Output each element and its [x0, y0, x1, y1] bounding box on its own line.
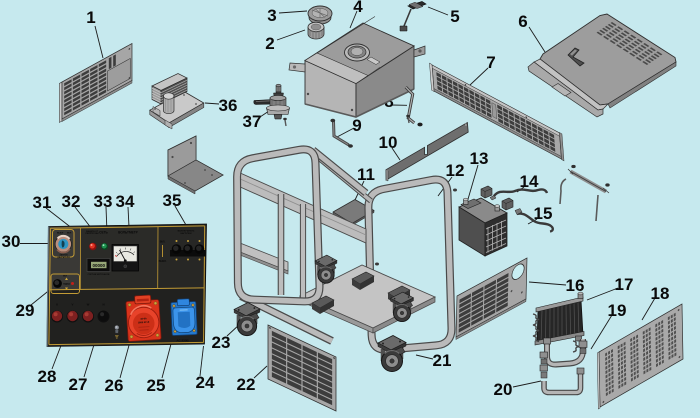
svg-text:29: 29: [16, 301, 35, 320]
svg-text:ВКЛ.: ВКЛ.: [160, 241, 166, 244]
svg-text:16: 16: [566, 276, 585, 295]
svg-text:21: 21: [433, 351, 452, 370]
svg-text:10: 10: [379, 133, 398, 152]
svg-text:26: 26: [105, 376, 124, 395]
svg-text:6: 6: [518, 12, 527, 31]
svg-text:ЗАПУСК: ЗАПУСК: [59, 253, 68, 256]
svg-text:ВЫКЛ.: ВЫКЛ.: [159, 260, 167, 263]
svg-text:5: 5: [450, 7, 459, 26]
svg-text:27: 27: [69, 375, 88, 394]
svg-text:11: 11: [357, 165, 375, 184]
svg-text:32: 32: [62, 192, 81, 211]
svg-text:20: 20: [494, 380, 513, 399]
svg-text:НАГРУЗКИ: НАГРУЗКИ: [181, 232, 192, 235]
svg-text:17: 17: [615, 275, 634, 294]
svg-text:ВКЛ: ВКЛ: [67, 233, 72, 235]
svg-text:12: 12: [446, 161, 465, 180]
svg-text:30: 30: [2, 232, 21, 251]
svg-text:ДВИГАТЕЛЯ: ДВИГАТЕЛЯ: [57, 256, 70, 259]
svg-text:13: 13: [470, 149, 489, 168]
svg-text:ПЕРЕГРУЗКИ: ПЕРЕГРУЗКИ: [85, 233, 99, 235]
svg-text:СЕТЬ: СЕТЬ: [99, 231, 108, 235]
svg-text:34: 34: [116, 192, 135, 211]
svg-text:AC 230B: AC 230B: [176, 339, 189, 343]
svg-text:23: 23: [212, 333, 231, 352]
svg-text:2: 2: [265, 34, 274, 53]
svg-text:18: 18: [651, 284, 670, 303]
svg-text:U: U: [56, 303, 58, 307]
svg-text:ВЫКЛ: ВЫКЛ: [57, 233, 64, 235]
svg-text:16-6h: 16-6h: [140, 317, 147, 320]
svg-text:ВКЛ: ВКЛ: [63, 276, 68, 278]
svg-text:33: 33: [94, 192, 113, 211]
svg-text:25: 25: [147, 376, 166, 395]
svg-text:380В 3P+E: 380В 3P+E: [138, 322, 150, 325]
svg-text:24: 24: [196, 373, 215, 392]
svg-text:19: 19: [608, 301, 627, 320]
svg-text:7: 7: [486, 53, 495, 72]
svg-text:31: 31: [33, 193, 52, 212]
svg-text:14: 14: [520, 172, 539, 191]
svg-text:9: 9: [352, 116, 361, 135]
svg-text:28: 28: [38, 367, 57, 386]
svg-text:3: 3: [267, 6, 276, 25]
svg-text:4: 4: [353, 0, 363, 16]
svg-text:V: V: [72, 303, 74, 307]
svg-text:22: 22: [237, 375, 256, 394]
svg-text:N: N: [102, 303, 104, 307]
svg-text:1: 1: [86, 8, 95, 27]
svg-text:СЧЕТЧИК МОТОЧАСОВ: СЧЕТЧИК МОТОЧАСОВ: [88, 273, 110, 276]
svg-text:W: W: [87, 303, 90, 307]
svg-text:ТОПЛ: ТОПЛ: [63, 284, 70, 286]
svg-text:35: 35: [163, 191, 182, 210]
svg-text:37: 37: [243, 112, 262, 131]
svg-text:ВОЛЬТМЕТР: ВОЛЬТМЕТР: [118, 231, 139, 235]
svg-text:ВЫКЛЮЧАТЕЛЬ: ВЫКЛЮЧАТЕЛЬ: [178, 230, 195, 233]
svg-text:36: 36: [219, 96, 238, 115]
svg-text:15: 15: [534, 204, 553, 223]
svg-text:00000: 00000: [92, 263, 105, 268]
svg-text:ЗАЩИТА ОТ: ЗАЩИТА ОТ: [86, 230, 99, 233]
